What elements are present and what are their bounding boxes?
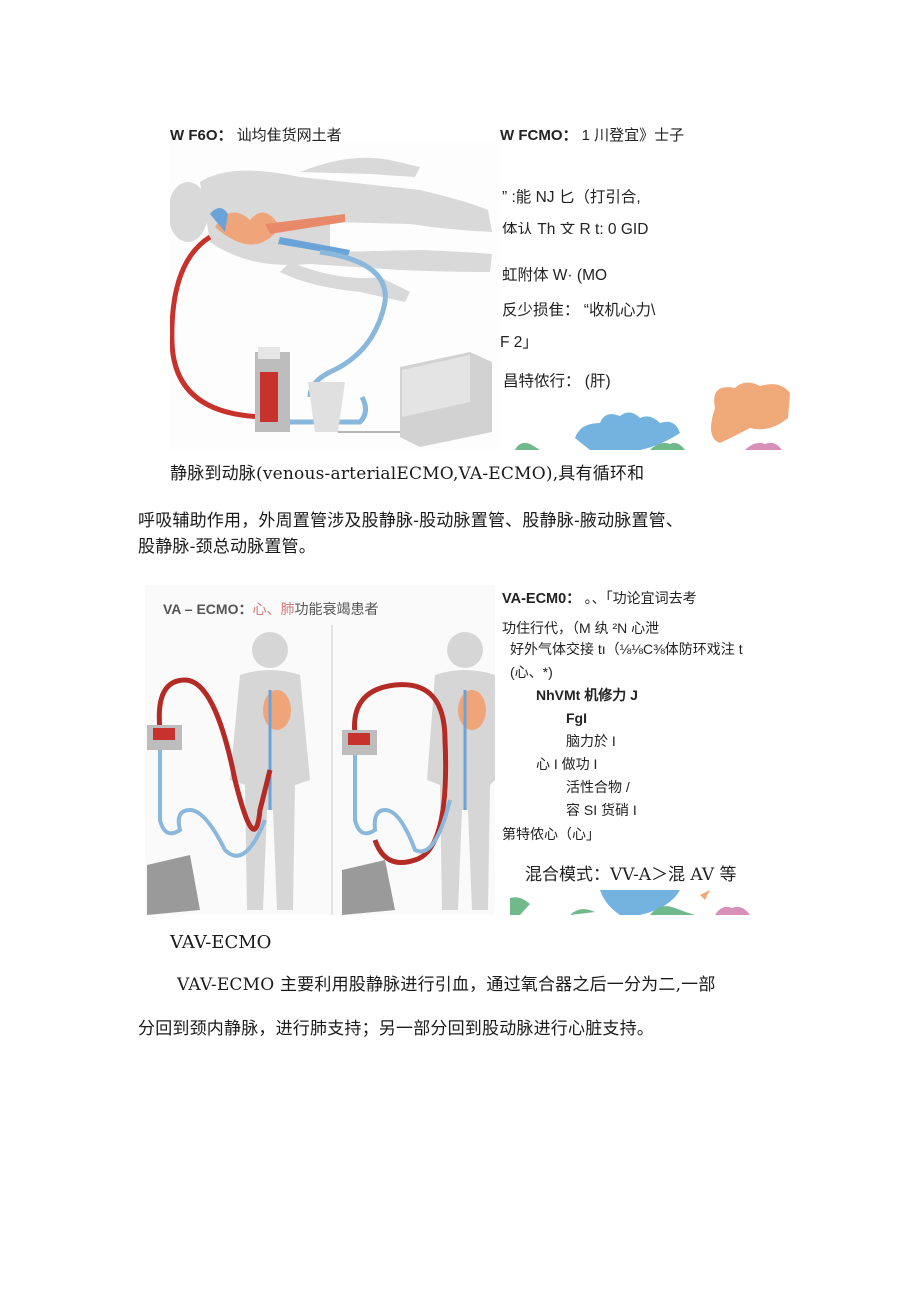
paragraph1-line1: 静脉到动脉(venous-arterialECMO,VA-ECMO),具有循环和: [170, 464, 645, 484]
figure2-side-line-3: 好外气体交接 tı（⅛⅛C⅜体防环戏注 t: [510, 641, 743, 657]
figure2-side-line-7: 脑力於 I: [566, 733, 616, 749]
figure1-side-line-2: 体认 Th 文 R t: 0 GID: [502, 222, 649, 234]
va-ecmo-illustration: VA – ECMO：心、肺功能衰竭患者: [145, 585, 495, 915]
decorative-shapes-icon: [510, 890, 750, 915]
caption-text: 1 川登宜》士子: [581, 127, 685, 144]
paragraph1-line2: 呼吸辅助作用，外周置管涉及股静脉-股动脉置管、股静脉-腋动脉置管、: [138, 511, 684, 531]
caption-highlight: 心、肺: [252, 601, 295, 617]
figure2-caption: VA – ECMO：心、肺功能衰竭患者: [163, 599, 378, 619]
caption-label: W FCMO：: [500, 127, 578, 144]
caption-text: 讪均隹货网土者: [236, 127, 342, 144]
paragraph1-line3: 股静脉-颈总动脉置管。: [138, 537, 316, 557]
figure-va-ecmo: VA – ECMO：心、肺功能衰竭患者: [145, 585, 765, 915]
figure1-side-line-1: ” :能 NJ 匕（打引合,: [502, 189, 641, 206]
patient-ecmo-circuit-icon: [168, 157, 492, 447]
figure2-side-line-6: FgI: [566, 710, 587, 726]
figure2-side-line-9: 活性合物 /: [566, 779, 630, 795]
section-heading-vav-ecmo: VAV-ECMO: [170, 932, 272, 953]
figure-vv-ecmo: W F6O： 讪均隹货网土者 W FCMO： 1 川登宜》士子: [168, 118, 790, 453]
figure2-side-line-10: 容 SI 货硝 I: [566, 802, 637, 818]
figure1-side-line-6: 昌特侬行： (肝): [503, 373, 611, 390]
figure1-side-line-4: 反少损隹： “收机心力\: [502, 302, 656, 319]
figure2-side-line-11: 第特侬心（心」: [502, 826, 600, 842]
figure1-left-caption: W F6O： 讪均隹货网土者: [170, 124, 342, 145]
vav-paragraph-line1: VAV-ECMO 主要利用股静脉进行引血，通过氧合器之后一分为二,一部: [177, 975, 716, 995]
two-patient-circuits-icon: [147, 625, 495, 915]
vv-ecmo-illustration: [168, 142, 500, 450]
figure2-side-line-2: 功住行代，（M 纨 ²N 心泄: [502, 620, 660, 636]
vav-paragraph-line2: 分回到颈内静脉，进行肺支持；另一部分回到股动脉进行心脏支持。: [138, 1019, 654, 1039]
caption-label: W F6O：: [170, 127, 233, 144]
figure1-side-line-3: 虹附体 W· (MO: [502, 267, 608, 284]
figure1-right-caption: W FCMO： 1 川登宜》士子: [500, 124, 684, 145]
figure2-side-line-4: (心、*): [510, 664, 553, 680]
mixed-mode-text: 混合模式：VV-A＞混 AV 等: [525, 865, 737, 885]
caption-text: 功能衰竭患者: [294, 601, 379, 617]
decorative-shapes-icon: [515, 382, 790, 450]
side-label: VA-ECM0：: [502, 591, 581, 607]
figure2-side-line-5: NhVMt 机修力 J: [536, 687, 638, 703]
figure2-side-line-8: 心 I 做功 I: [536, 756, 598, 772]
caption-label: VA – ECMO：: [163, 601, 253, 617]
figure1-side-line-5: F 2」: [500, 334, 538, 351]
figure2-side-line-1: VA-ECM0： 。、「功论宜词去考: [502, 590, 697, 607]
